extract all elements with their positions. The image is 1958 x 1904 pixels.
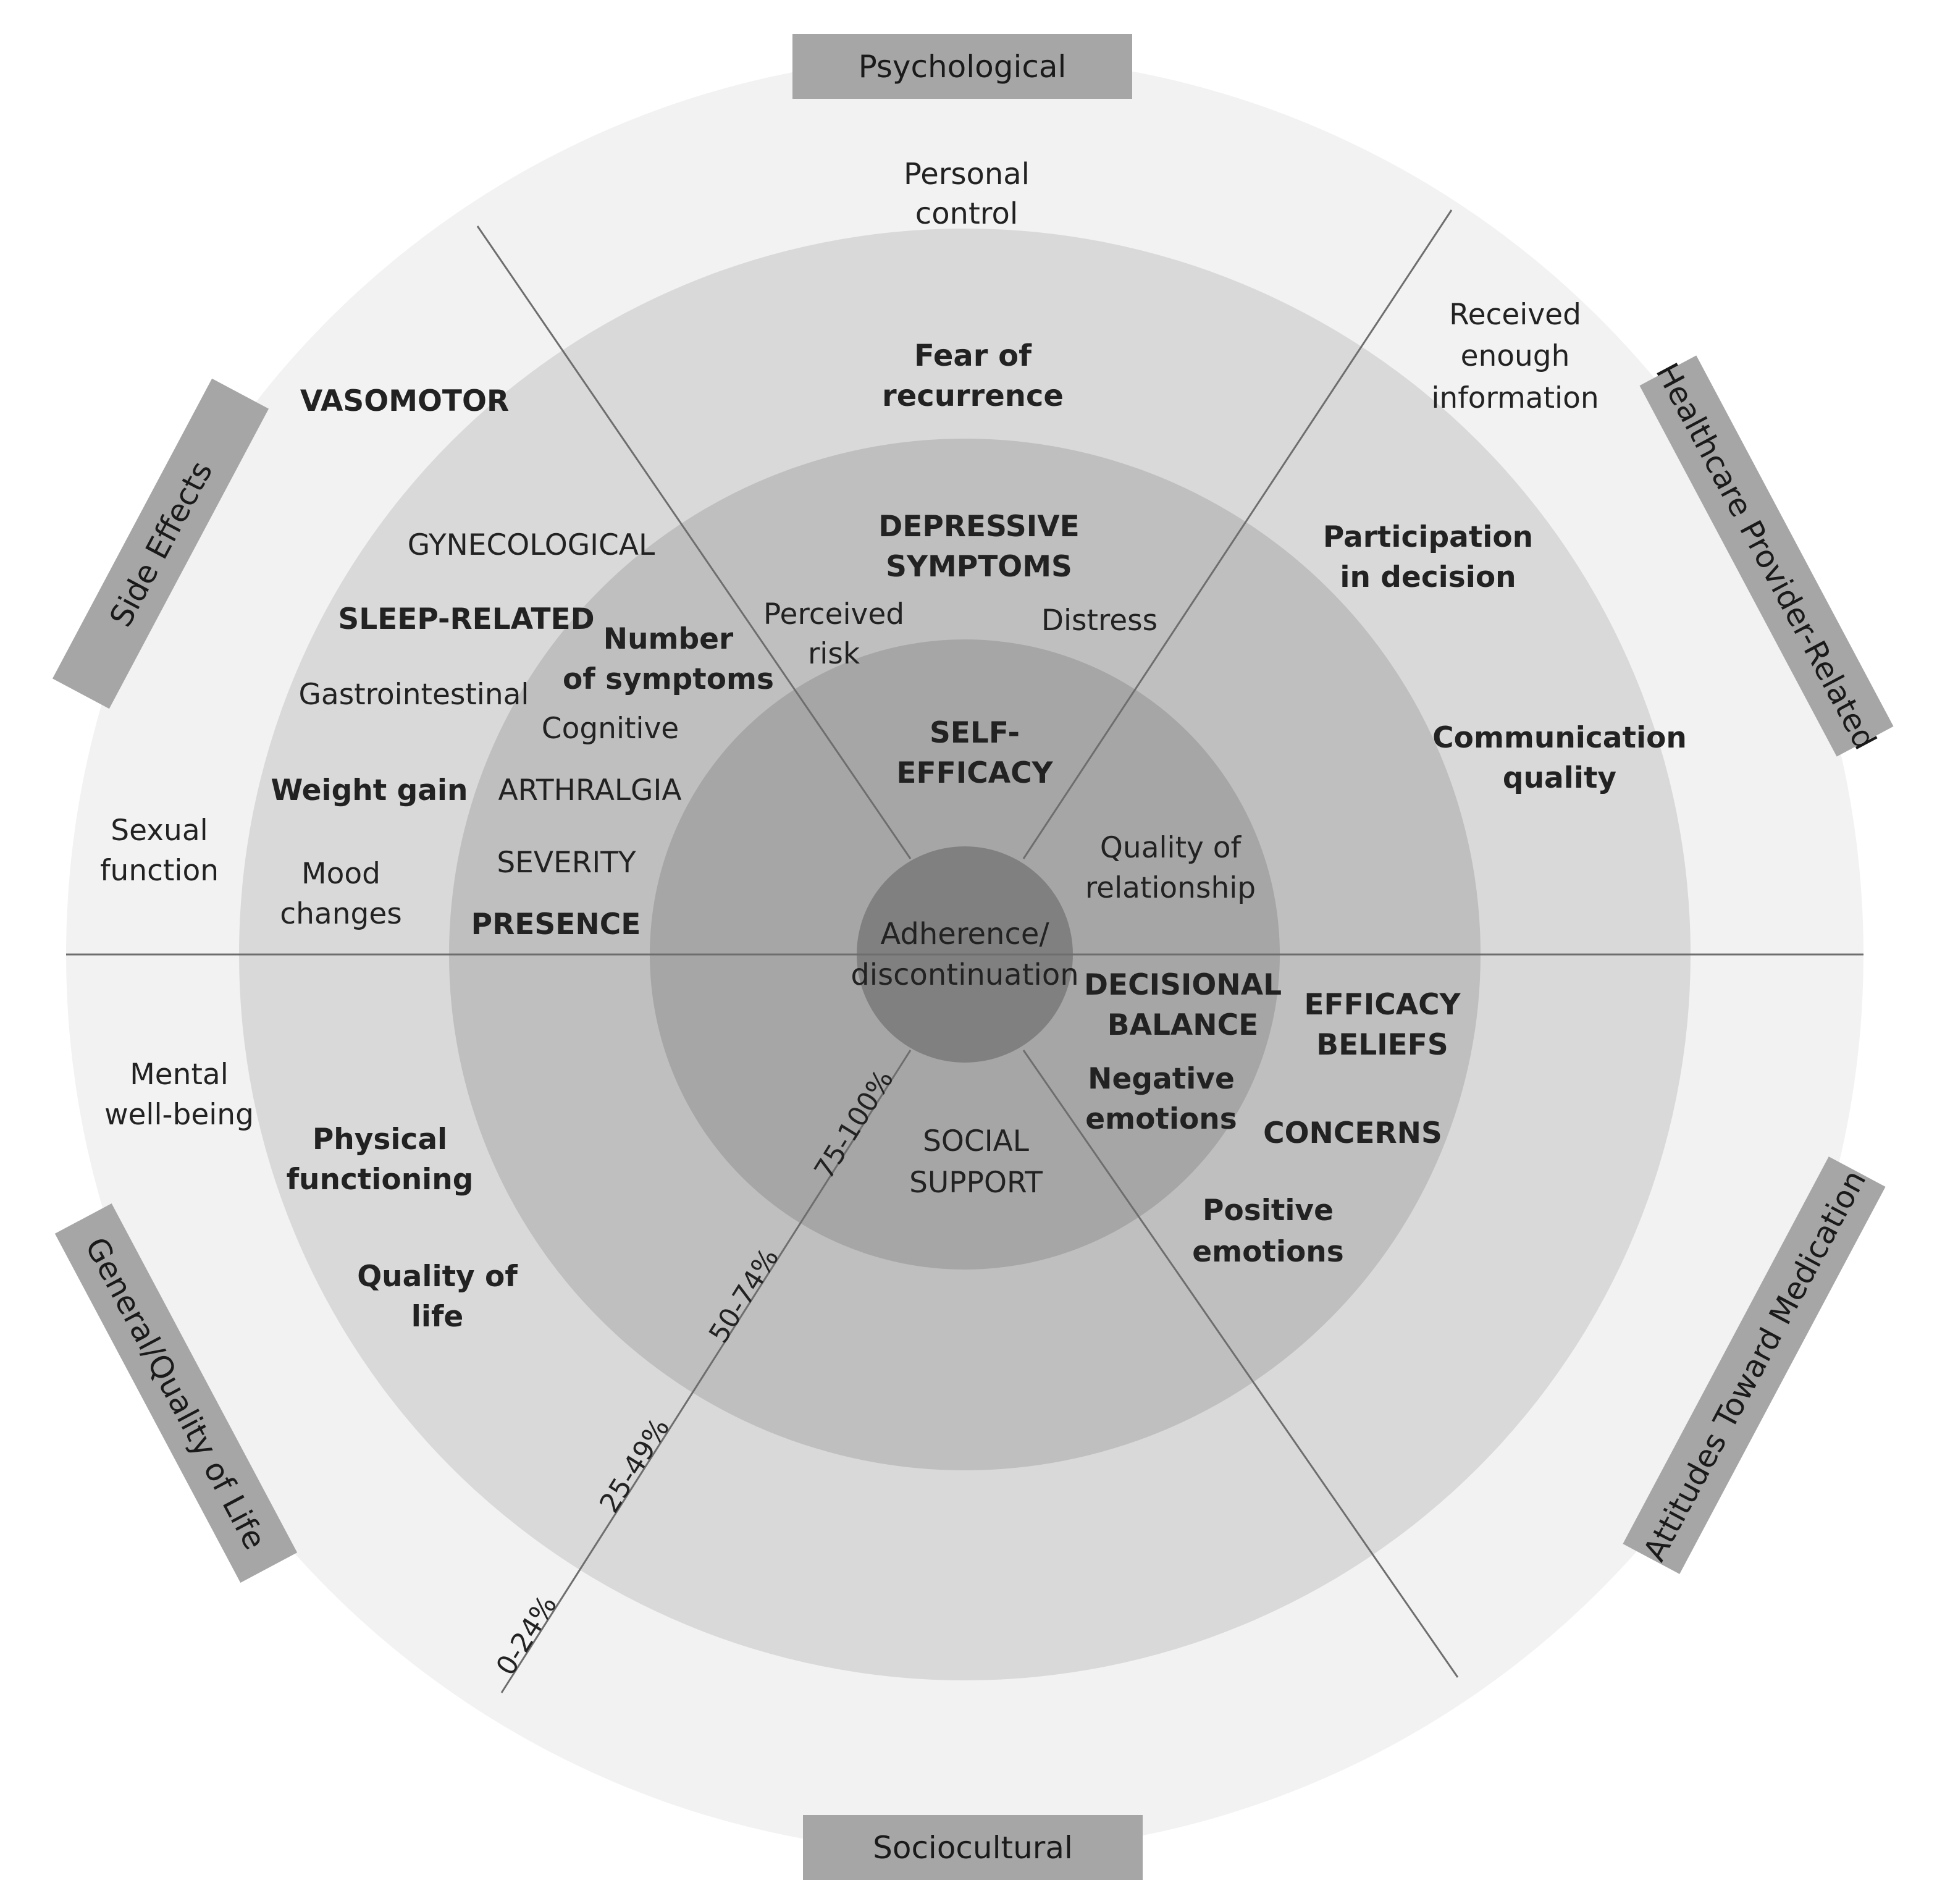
label-severity: SEVERITY [497, 846, 636, 880]
label-depressive-1: DEPRESSIVE [878, 510, 1079, 544]
label-perceived-risk-2: risk [808, 637, 860, 671]
label-gynecological: GYNECOLOGICAL [408, 528, 655, 562]
label-qol-1: Quality of [357, 1260, 518, 1294]
label-physical-2: functioning [287, 1163, 474, 1197]
label-physical-1: Physical [313, 1123, 447, 1156]
label-distress: Distress [1041, 604, 1158, 638]
label-social-support-2: SUPPORT [909, 1166, 1043, 1200]
label-sexual-function-2: function [100, 854, 219, 888]
label-communication-1: Communication [1432, 721, 1687, 755]
label-positive-emotions-2: emotions [1192, 1235, 1343, 1269]
category-psychological: Psychological [792, 34, 1132, 99]
label-presence: PRESENCE [471, 908, 641, 941]
label-vasomotor: VASOMOTOR [300, 384, 509, 418]
label-received-info-1: Received [1449, 298, 1581, 332]
label-mood-changes-1: Mood [301, 857, 380, 891]
label-concerns: CONCERNS [1263, 1116, 1442, 1150]
divider-ne [1022, 209, 1453, 859]
label-received-info-2: enough [1461, 339, 1570, 373]
divider-nw [476, 225, 912, 859]
label-positive-emotions-1: Positive [1203, 1194, 1334, 1228]
label-mental-1: Mental [130, 1058, 229, 1092]
category-sociocultural-label: Sociocultural [873, 1830, 1073, 1866]
label-received-info-3: information [1431, 381, 1599, 415]
category-sociocultural: Sociocultural [803, 1815, 1143, 1880]
label-sexual-function-1: Sexual [111, 814, 208, 848]
label-arthralgia: ARTHRALGIA [498, 773, 682, 807]
label-weight-gain: Weight gain [271, 773, 468, 807]
label-personal-control-2: control [915, 196, 1018, 231]
label-qol-2: life [411, 1300, 464, 1334]
label-fear-1: Fear of [914, 339, 1032, 373]
label-decisional-1: DECISIONAL [1084, 968, 1282, 1002]
category-psychological-label: Psychological [859, 49, 1067, 85]
label-cognitive: Cognitive [542, 712, 679, 746]
label-communication-2: quality [1503, 761, 1616, 795]
label-perceived-risk-1: Perceived [763, 597, 904, 631]
label-mental-2: well-being [104, 1098, 254, 1132]
label-efficacy-beliefs-1: EFFICACY [1304, 988, 1461, 1022]
label-fear-2: recurrence [882, 379, 1064, 413]
label-mood-changes-2: changes [280, 897, 401, 931]
divider-sw [500, 1050, 912, 1693]
label-participation-2: in decision [1340, 560, 1516, 594]
label-sleep-related: SLEEP-RELATED [338, 602, 594, 636]
label-number-symptoms-2: of symptoms [563, 662, 774, 696]
divider-se [1022, 1050, 1459, 1678]
label-number-symptoms-1: Number [603, 622, 734, 656]
label-personal-control-1: Personal [904, 157, 1030, 192]
label-depressive-2: SYMPTOMS [886, 550, 1072, 584]
label-decisional-2: BALANCE [1107, 1008, 1258, 1042]
label-self-efficacy-2: EFFICACY [896, 756, 1053, 790]
label-self-efficacy-1: SELF- [930, 716, 1020, 750]
label-participation-1: Participation [1323, 520, 1533, 554]
divider-lines [66, 209, 1863, 1693]
label-negative-emotions-2: emotions [1085, 1102, 1237, 1136]
center-label-line2: discontinuation [851, 958, 1078, 992]
label-efficacy-beliefs-2: BELIEFS [1316, 1028, 1448, 1062]
label-social-support-1: SOCIAL [923, 1124, 1029, 1158]
label-negative-emotions-1: Negative [1088, 1062, 1235, 1096]
label-relationship-1: Quality of [1100, 831, 1242, 865]
label-relationship-2: relationship [1085, 871, 1256, 905]
label-gastrointestinal: Gastrointestinal [299, 678, 529, 712]
center-label-line1: Adherence/ [880, 917, 1049, 951]
